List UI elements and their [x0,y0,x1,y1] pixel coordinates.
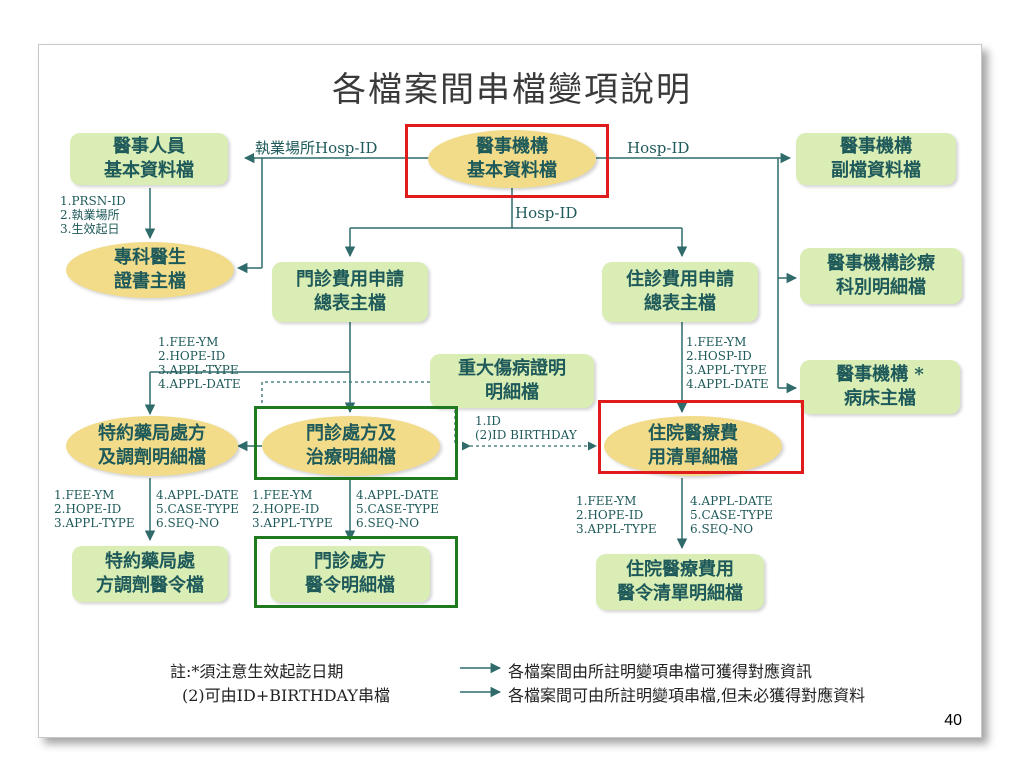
label-pharmacy-keys-a: 1.FEE-YM 2.HOPE-ID 3.APPL-TYPE [54,488,135,530]
node-outpatient-summary: 門診費用申請 總表主檔 [272,262,428,322]
note-dates: 註:*須注意生效起訖日期 [170,662,344,681]
node-inpatient-list: 住院醫療費 用清單細檔 [604,416,782,476]
label-inpatient-keys: 1.FEE-YM 2.HOSP-ID 3.APPL-TYPE 4.APPL-DA… [686,335,769,391]
label-illness-keys: 1.ID (2)ID BIRTHDAY [475,414,577,442]
label-rx-keys-a: 1.FEE-YM 2.HOPE-ID 3.APPL-TYPE [252,488,333,530]
legend-solid: 各檔案間由所註明變項串檔可獲得對應資訊 [508,662,813,681]
label-rx-keys-b: 4.APPL-DATE 5.CASE-TYPE 6.SEQ-NO [356,488,439,530]
node-specialist-cert: 專科醫生 證書主檔 [66,242,234,298]
note-id-birthday: (2)可由ID+BIRTHDAY串檔 [182,686,390,705]
node-institution-basic: 醫事機構 基本資料檔 [428,130,596,188]
node-dept-detail: 醫事機構診療 科別明細檔 [800,248,962,304]
node-inpatient-summary: 住診費用申請 總表主檔 [602,262,758,322]
label-pharmacy-keys-b: 4.APPL-DATE 5.CASE-TYPE 6.SEQ-NO [156,488,239,530]
page-title: 各檔案間串檔變項說明 [332,70,692,110]
highlight-inpatient-list [598,400,804,474]
node-pharmacy-detail: 特約藥局處方 及調劑明細檔 [66,416,238,476]
node-inpatient-order: 住院醫療費用 醫令清單明細檔 [596,554,764,610]
highlight-institution-basic [405,124,609,198]
node-institution-sub: 醫事機構 副檔資料檔 [796,133,956,185]
highlight-outpatient-rx [254,406,458,480]
label-inp-keys-b: 4.APPL-DATE 5.CASE-TYPE 6.SEQ-NO [690,494,773,536]
node-outpatient-order: 門診處方 醫令明細檔 [270,546,430,602]
page-number: 40 [944,712,962,729]
label-staff-keys: 1.PRSN-ID 2.執業場所 3.生效起日 [60,194,126,236]
node-major-illness: 重大傷病證明 明細檔 [430,354,594,408]
legend-maybe: 各檔案間可由所註明變項串檔,但未必獲得對應資料 [508,686,866,705]
label-inp-keys-a: 1.FEE-YM 2.HOPE-ID 3.APPL-TYPE [576,494,657,536]
label-hosp-id-right: Hosp-ID [626,139,691,157]
highlight-outpatient-order [254,536,458,608]
node-beds: 醫事機構 * 病床主檔 [800,360,960,414]
label-hosp-id-down: Hosp-ID [514,204,579,222]
label-hosp-id-left: 執業場所Hosp-ID [254,139,379,157]
label-outpatient-keys: 1.FEE-YM 2.HOPE-ID 3.APPL-TYPE 4.APPL-DA… [158,335,241,391]
node-outpatient-rx: 門診處方及 治療明細檔 [262,416,440,476]
node-medical-staff: 醫事人員 基本資料檔 [70,133,228,185]
node-pharmacy-order: 特約藥局處 方調劑醫令檔 [72,546,228,602]
